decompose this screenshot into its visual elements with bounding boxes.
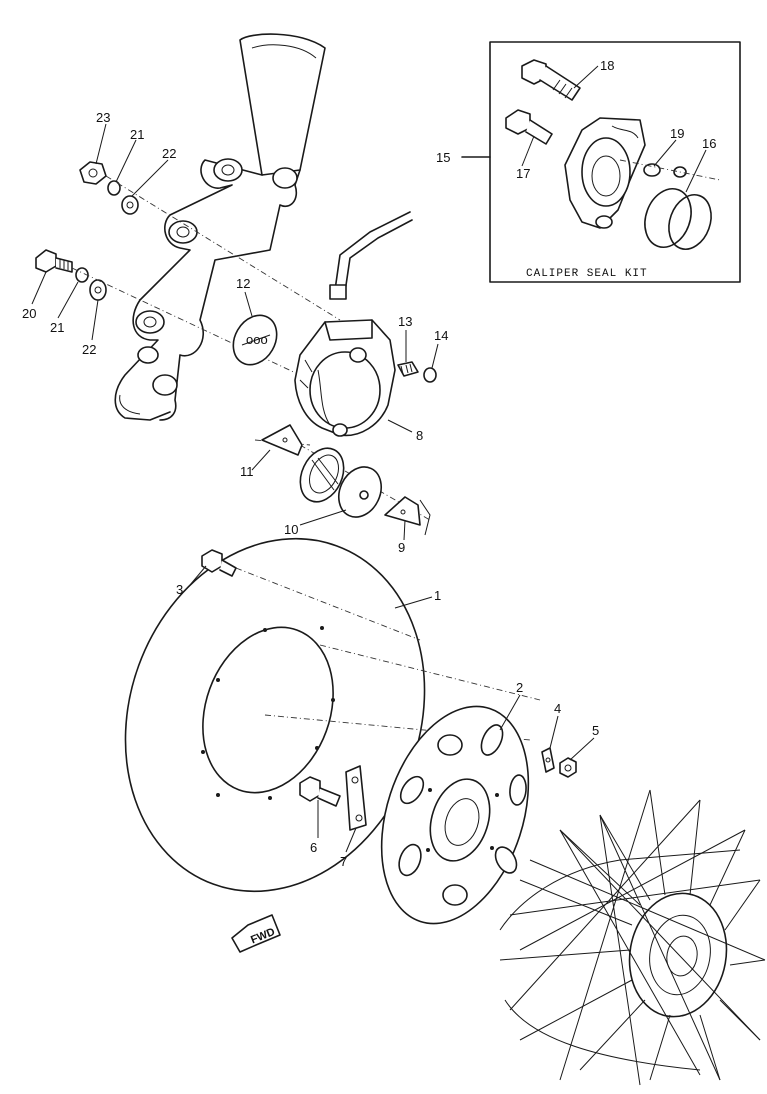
part-3-bolt — [201, 549, 237, 577]
callouts: 23 21 22 20 21 22 12 13 14 8 11 10 9 3 1… — [22, 58, 716, 869]
callout-4: 4 — [554, 701, 561, 716]
leader-lines — [31, 65, 707, 853]
part-23-nut — [79, 161, 107, 185]
callout-17: 17 — [516, 166, 530, 181]
part-12-cap: ooo — [232, 314, 278, 366]
callout-3: 3 — [176, 582, 183, 597]
callout-20: 20 — [22, 306, 36, 321]
callout-22-low: 22 — [82, 342, 96, 357]
callout-5: 5 — [592, 723, 599, 738]
callout-15: 15 — [436, 150, 450, 165]
brake-hose — [334, 211, 411, 291]
part-22-washer-top — [121, 195, 139, 215]
callout-23: 23 — [96, 110, 110, 125]
part-9-plate — [384, 496, 421, 526]
part-20-bolt — [35, 249, 73, 273]
callout-9: 9 — [398, 540, 405, 555]
callout-8: 8 — [416, 428, 423, 443]
callout-11: 11 — [240, 464, 254, 479]
callout-21-low: 21 — [50, 320, 64, 335]
caliper-seal-kit-box — [489, 41, 741, 283]
callout-7: 7 — [340, 854, 347, 869]
callout-21-top: 21 — [130, 127, 144, 142]
part-5-nut — [559, 757, 577, 778]
part-22-washer-low — [89, 279, 107, 301]
part-6-bolt — [299, 776, 341, 807]
callout-19: 19 — [670, 126, 684, 141]
callout-14: 14 — [434, 328, 448, 343]
callout-13: 13 — [398, 314, 412, 329]
fwd-arrow: FWD — [231, 914, 281, 953]
spoked-wheel — [499, 789, 766, 1086]
svg-text:ooo: ooo — [246, 332, 268, 347]
fork-leg — [114, 33, 326, 421]
part-14-cap — [423, 367, 437, 383]
callout-22-top: 22 — [162, 146, 176, 161]
part-11-shim — [261, 424, 303, 456]
callout-6: 6 — [310, 840, 317, 855]
part-10-piston — [338, 466, 382, 518]
callout-12: 12 — [236, 276, 250, 291]
callout-2: 2 — [516, 680, 523, 695]
callout-10: 10 — [284, 522, 298, 537]
callout-18: 18 — [600, 58, 614, 73]
callout-16: 16 — [702, 136, 716, 151]
part-13-bleeder — [397, 361, 419, 377]
part-7-lock-plate — [345, 765, 367, 831]
part-4-lock-washer — [541, 747, 555, 773]
part-8-caliper — [294, 319, 396, 437]
caliper-seal-kit-label: CALIPER SEAL KIT — [526, 268, 648, 280]
part-2-hub-disc — [380, 705, 530, 925]
brake-pad — [299, 447, 345, 503]
hose-fitting — [329, 284, 347, 300]
callout-1: 1 — [434, 588, 441, 603]
part-21-washer-low — [75, 267, 89, 283]
